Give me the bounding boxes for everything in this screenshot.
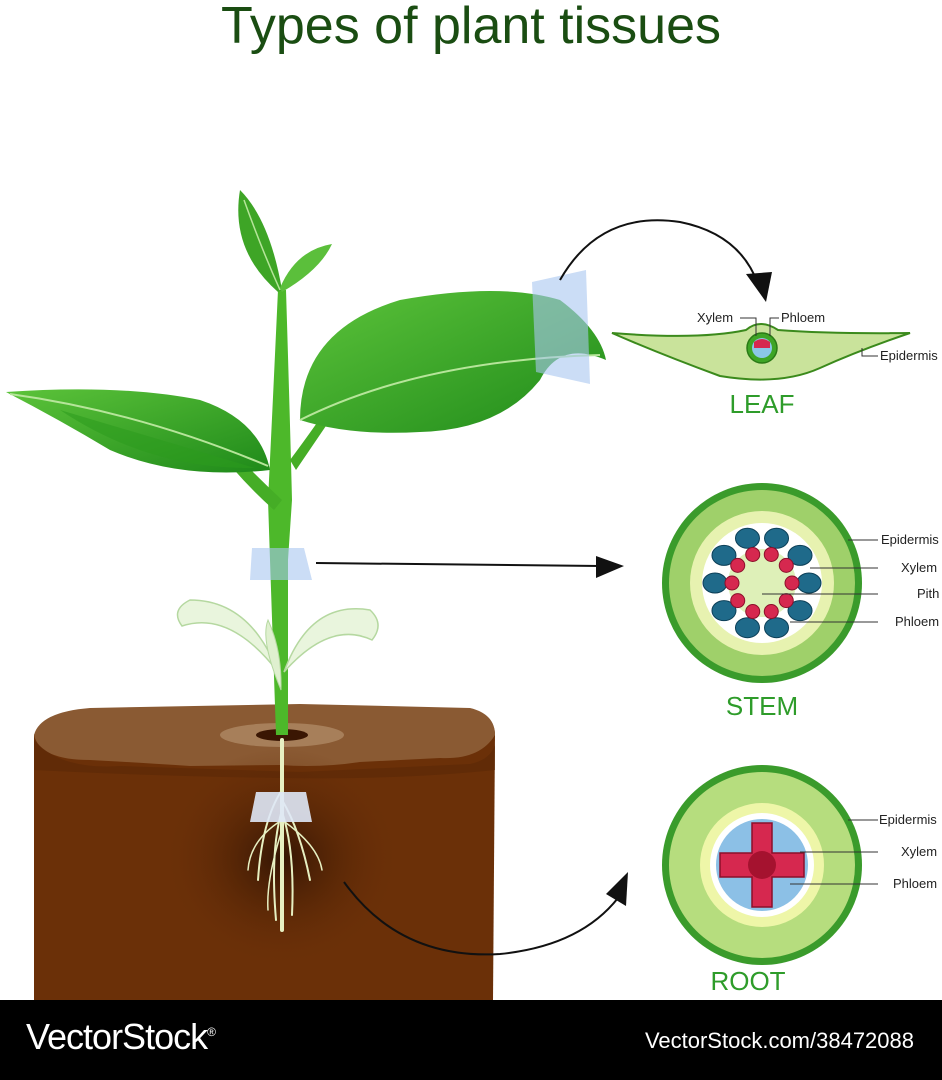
root-xylem-label: Xylem xyxy=(901,844,937,859)
stem-xylem-cell xyxy=(763,546,779,562)
stem-xylem-cell xyxy=(784,575,800,591)
stem-epidermis-label: Epidermis xyxy=(881,532,939,547)
image-id-text: VectorStock.com/38472088 xyxy=(644,1028,914,1053)
page-title: Types of plant tissues xyxy=(220,0,722,55)
stem-phloem-cell xyxy=(764,617,790,639)
stem-caption: STEM xyxy=(726,691,798,721)
leaf-phloem-label: Phloem xyxy=(781,310,825,325)
root-cross-section xyxy=(662,765,862,965)
stem-phloem-cell xyxy=(711,544,737,566)
brand-logo: VectorStock® xyxy=(26,1016,216,1057)
watermark-footer: VectorStock® VectorStock.com/38472088 xyxy=(0,1000,942,1080)
stem-xylem-cell xyxy=(763,604,779,620)
leaf-cross-section xyxy=(611,323,911,381)
stem-pith-label: Pith xyxy=(917,586,939,601)
leaf-labels: Xylem Phloem Epidermis LEAF xyxy=(697,310,938,419)
stem-xylem-cell xyxy=(778,557,794,573)
root-phloem-label: Phloem xyxy=(893,876,937,891)
stem-phloem-cell xyxy=(734,617,760,639)
stem-phloem-cell xyxy=(787,544,813,566)
soil-block xyxy=(34,704,495,1000)
stem-labels xyxy=(762,539,878,623)
leaf-xylem-label: Xylem xyxy=(697,310,733,325)
stem-phloem-cell xyxy=(734,527,760,549)
section-planes xyxy=(250,270,590,822)
diagram-canvas: Xylem Phloem Epidermis LEAF Epidermis Xy… xyxy=(6,190,939,1000)
stem-phloem-cell xyxy=(796,572,822,594)
stem-phloem-cell xyxy=(787,600,813,622)
stem-xylem-cell xyxy=(778,593,794,609)
stem-xylem-label: Xylem xyxy=(901,560,937,575)
stem-vascular-bundles xyxy=(702,527,822,639)
plant-leaves xyxy=(6,190,606,691)
leaf-caption: LEAF xyxy=(729,389,794,419)
root-labels xyxy=(790,819,878,885)
leaf-epidermis-label: Epidermis xyxy=(880,348,938,363)
stem-xylem-cell xyxy=(724,575,740,591)
stem-phloem-cell xyxy=(764,527,790,549)
stem-phloem-cell xyxy=(711,600,737,622)
stem-cross-section xyxy=(662,483,862,683)
stem-phloem-label: Phloem xyxy=(895,614,939,629)
stem-xylem-cell xyxy=(745,604,761,620)
section-arrows xyxy=(315,219,772,956)
stem-phloem-cell xyxy=(702,572,728,594)
stem-xylem-cell xyxy=(730,557,746,573)
stem-xylem-cell xyxy=(745,546,761,562)
root-epidermis-label: Epidermis xyxy=(879,812,937,827)
root-caption: ROOT xyxy=(710,966,785,996)
stem-xylem-cell xyxy=(730,593,746,609)
